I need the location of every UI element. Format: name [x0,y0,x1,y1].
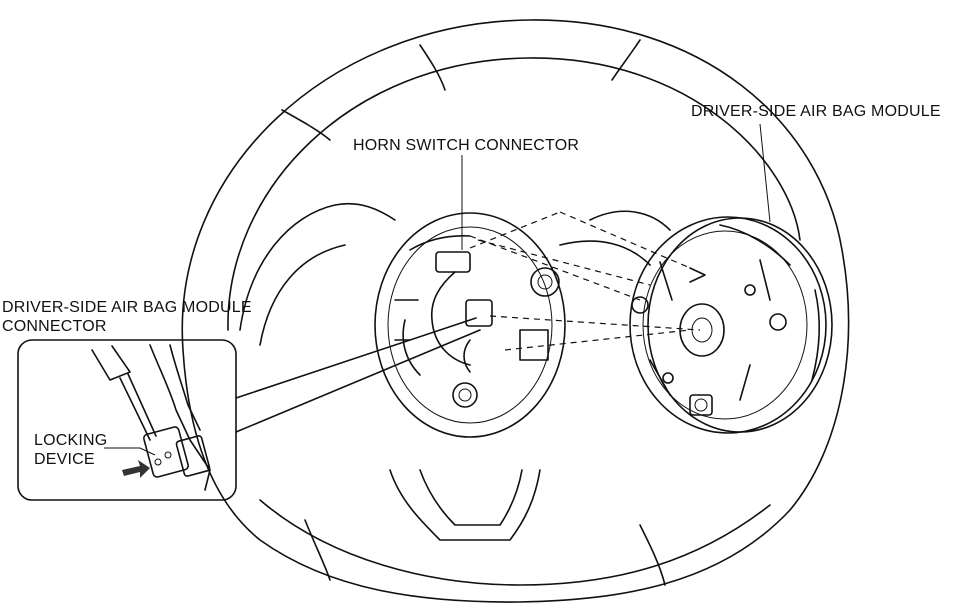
label-locking-device-line2: DEVICE [34,451,95,468]
alignment-lines [469,211,701,351]
driver-airbag-module-drawing [629,216,833,434]
inset-detail-box [17,339,237,501]
steering-wheel-hub [374,212,566,438]
arrow-left-icon [122,460,150,478]
locking-device-leader [104,447,156,456]
airbag-module-leader [759,123,771,223]
label-airbag-module-connector-line1: DRIVER-SIDE AIR BAG MODULE [2,299,252,316]
steering-wheel-spokes [239,202,671,541]
steering-wheel-rim [181,19,850,603]
label-airbag-module-connector-line2: CONNECTOR [2,318,107,335]
label-locking-device-line1: LOCKING [34,432,108,449]
label-horn-switch-connector: HORN SWITCH CONNECTOR [353,137,580,154]
inset-zoom-wedge [235,317,481,433]
label-driver-airbag-module: DRIVER-SIDE AIR BAG MODULE [691,103,941,120]
